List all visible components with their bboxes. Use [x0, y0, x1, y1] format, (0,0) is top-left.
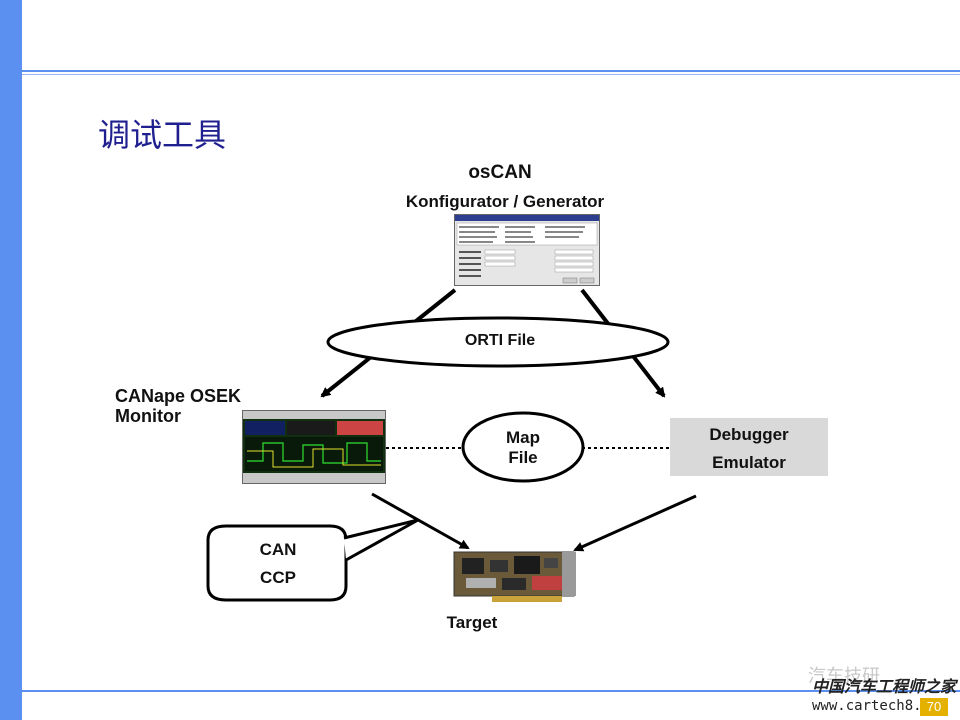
ccp-label: CCP: [260, 568, 296, 587]
canape-monitor-screenshot: [242, 410, 386, 484]
target-board-image: [452, 548, 578, 610]
canape-label-line2: Monitor: [115, 406, 181, 426]
can-ccp-callout: [206, 524, 348, 602]
map-file-line2: File: [508, 448, 538, 467]
debugger-emulator-box: [670, 418, 828, 476]
canape-monitor-image: [243, 411, 385, 483]
configurator-screenshot-image: [455, 215, 599, 284]
watermark-brand: 汽车技研: [808, 666, 880, 686]
watermark-site-name: 中国汽车工程师之家: [812, 677, 957, 696]
oscan-subtitle: Konfigurator / Generator: [405, 192, 605, 211]
orti-file-label: ORTI File: [464, 332, 536, 349]
map-file-ellipse: [461, 411, 585, 483]
arrow-debugger-to-target: [573, 494, 697, 552]
emulator-label: Emulator: [712, 453, 786, 472]
oscan-title: osCAN: [468, 162, 532, 183]
callout-pointer: [343, 518, 419, 562]
target-label: Target: [446, 613, 498, 632]
orti-file-ellipse: [326, 316, 670, 368]
watermark-url: www.cartech8.com: [812, 698, 947, 714]
canape-label-line1: CANape OSEK: [115, 386, 242, 406]
configurator-screenshot: [454, 214, 600, 286]
page-number: 70: [920, 698, 948, 716]
top-divider: [22, 70, 960, 72]
target-board-drawing: [453, 551, 576, 602]
left-accent-bar: [0, 0, 22, 720]
top-divider-thin: [22, 74, 960, 75]
slide-title: 调试工具: [98, 116, 227, 154]
bottom-divider: [22, 690, 960, 692]
debugger-label: Debugger: [709, 425, 789, 444]
map-file-line1: Map: [506, 428, 540, 447]
can-label: CAN: [259, 540, 297, 559]
arrow-monitor-to-target: [371, 492, 470, 550]
